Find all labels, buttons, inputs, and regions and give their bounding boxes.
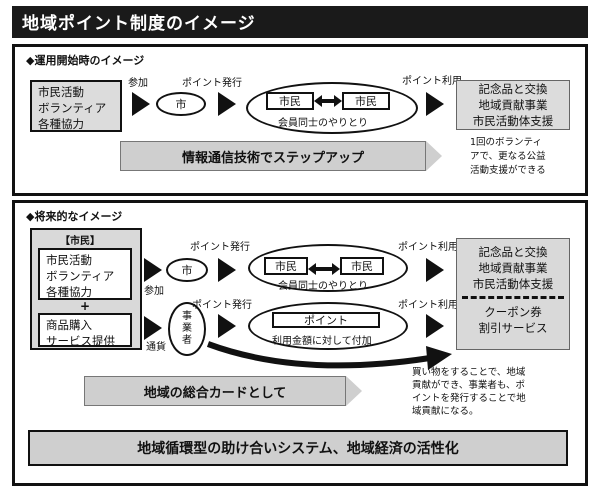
benefit-line: 地域貢献事業 — [478, 98, 548, 112]
citizen-a-node: 市民 — [266, 92, 314, 110]
activity-line: ボランティア — [46, 269, 115, 283]
benefit-box-future — [456, 238, 570, 350]
benefit-line: 割引サービス — [478, 321, 548, 335]
citizen-a-label: 市民 — [279, 95, 301, 108]
citizen-b-node: 市民 — [342, 92, 390, 110]
bottom-banner: 地域循環型の助け合いシステム、地域経済の活性化 — [28, 430, 568, 466]
member-exchange-label-future: 会員同士のやりとり — [278, 281, 368, 292]
city-label: 市 — [175, 98, 187, 111]
activity-box-future: 市民活動 ボランティア 各種協力 — [38, 248, 132, 300]
note-line: 活動支援ができる — [470, 165, 546, 176]
business-char: 業 — [182, 323, 192, 334]
note-line: 買い物をすることで、地域 — [412, 367, 526, 378]
benefit-top: 記念品と交換 地域貢献事業 市民活動体支援 — [456, 244, 570, 292]
business-char: 事 — [182, 311, 192, 322]
activity-box: 市民活動 ボランティア 各種協力 — [30, 80, 122, 132]
note-line: 域貢献になる。 — [412, 406, 479, 417]
activity-line: 各種協力 — [38, 117, 84, 131]
benefit-box: 記念品と交換 地域貢献事業 市民活動体支援 — [456, 80, 570, 130]
benefit-line: 地域貢献事業 — [478, 261, 548, 275]
citizen-b-label: 市民 — [351, 260, 373, 273]
activity-line: 市民活動 — [46, 253, 92, 267]
point-node: ポイント — [272, 312, 380, 328]
arrow-point-issue-1 — [218, 258, 236, 282]
note-line: 貢献ができ、事業者も、ポ — [412, 380, 526, 391]
point-use-label: ポイント利用 — [402, 76, 462, 87]
citizen-a-node-future: 市民 — [264, 257, 308, 275]
member-exchange-label: 会員同士のやりとり — [278, 118, 368, 129]
participate-label: 参加 — [128, 78, 148, 89]
arrow-point-issue — [218, 92, 236, 116]
benefit-line: 記念品と交換 — [478, 245, 548, 259]
benefit-line: 記念品と交換 — [478, 82, 548, 96]
exchange-arrow-shaft — [316, 267, 332, 271]
exchange-arrow-right-tip-initial — [334, 95, 342, 107]
point-use-label-2: ポイント利用 — [398, 300, 458, 311]
point-issue-label-1: ポイント発行 — [190, 242, 250, 253]
city-node-future: 市 — [166, 258, 208, 282]
exchange-arrow-right-tip — [332, 263, 340, 275]
section-future-label: ◆将来的なイメージ — [26, 210, 123, 223]
card-banner-text: 地域の総合カードとして — [143, 385, 287, 401]
exchange-arrow-left-tip — [308, 263, 316, 275]
arrow-participate-future — [144, 258, 162, 282]
activity-line: ボランティア — [38, 101, 107, 115]
arrow-point-use-2 — [426, 314, 444, 338]
arrow-currency — [144, 316, 162, 340]
point-use-label-1: ポイント利用 — [398, 242, 458, 253]
header-bar — [12, 6, 588, 38]
step-up-banner-tip — [426, 141, 442, 171]
section1-note: 1回のボランティ アで、更なる公益 活動支援ができる — [470, 136, 546, 178]
section-initial-label: ◆運用開始時のイメージ — [26, 54, 145, 67]
note-line: 1回のボランティ — [470, 137, 542, 148]
arrow-participate — [132, 92, 150, 116]
benefit-bottom: クーポン券 割引サービス — [456, 304, 570, 336]
shopping-line: 商品購入 — [46, 318, 92, 332]
card-banner-tip — [346, 376, 362, 406]
citizen-a-label: 市民 — [275, 260, 297, 273]
citizen-b-label: 市民 — [355, 95, 377, 108]
point-issue-label-2: ポイント発行 — [192, 300, 252, 311]
currency-label: 通貨 — [146, 342, 166, 353]
point-label: ポイント — [304, 314, 348, 327]
business-node: 事 業 者 — [168, 302, 206, 356]
step-up-banner-text: 情報通信技術でステップアップ — [181, 150, 364, 166]
activity-line: 市民活動 — [38, 85, 84, 99]
benefit-line: クーポン券 — [484, 305, 542, 319]
point-issue-label: ポイント発行 — [182, 78, 242, 89]
benefit-divider — [462, 296, 564, 299]
business-char: 者 — [182, 335, 192, 346]
benefit-line: 市民活動体支援 — [472, 114, 554, 128]
city-node: 市 — [156, 92, 206, 116]
step-up-banner — [120, 141, 426, 171]
usage-amount-label: 利用金額に対して付加 — [272, 336, 372, 347]
arrow-point-issue-2 — [218, 314, 236, 338]
exchange-arrow-left-tip-initial — [314, 95, 322, 107]
exchange-arrow-shaft-initial — [322, 99, 334, 103]
citizen-b-node-future: 市民 — [340, 257, 384, 275]
citizen-tag: 【市民】 — [60, 236, 100, 247]
section2-note: 買い物をすることで、地域 貢献ができ、事業者も、ポ イントを発行することで地 域… — [412, 366, 526, 418]
activity-line: 各種協力 — [46, 285, 92, 299]
arrow-point-use — [426, 92, 444, 116]
plus-sign: + — [80, 299, 91, 313]
city-label: 市 — [181, 264, 193, 277]
benefit-line: 市民活動体支援 — [472, 277, 554, 291]
page-title: 地域ポイント制度のイメージ — [22, 14, 256, 34]
participate-label-future: 参加 — [144, 286, 164, 297]
note-line: イントを発行することで地 — [412, 393, 526, 404]
arrow-point-use-1 — [426, 258, 444, 282]
note-line: アで、更なる公益 — [470, 151, 546, 162]
card-banner — [84, 376, 346, 406]
shopping-line: サービス提供 — [46, 334, 115, 348]
shopping-box: 商品購入 サービス提供 — [38, 313, 132, 348]
